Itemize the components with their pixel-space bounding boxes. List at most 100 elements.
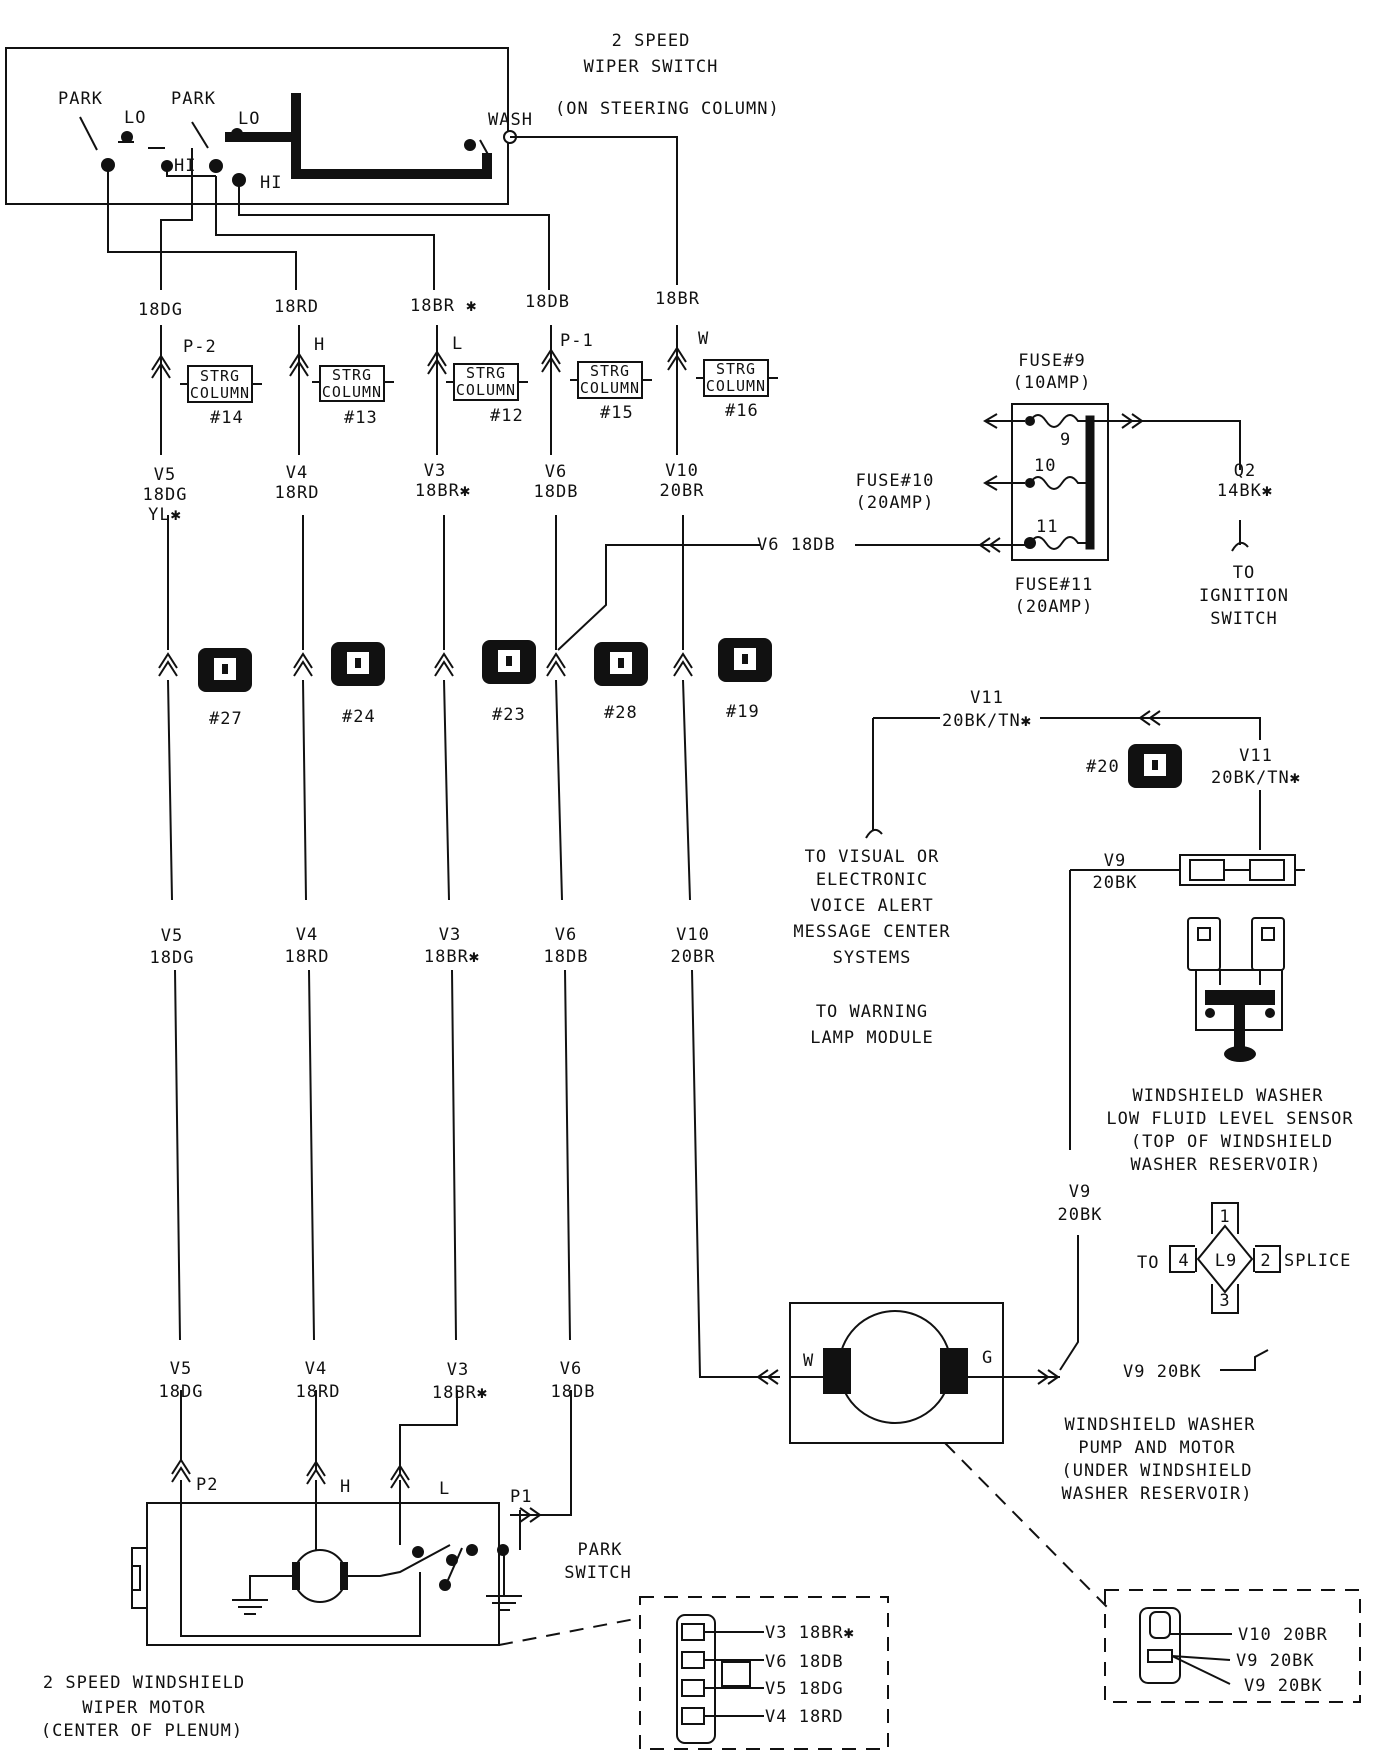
switch-subtitle: (ON STEERING COLUMN) — [555, 99, 780, 119]
connector-icon — [331, 642, 385, 686]
splice-pin: 3 — [1219, 1291, 1230, 1311]
lower-wire-color: 20BR — [671, 947, 716, 967]
visual-alert-text: ELECTRONIC — [816, 870, 928, 890]
strg-conn-num: #16 — [725, 401, 759, 421]
v6-branch-label: V6 18DB — [757, 535, 836, 555]
motor-wire-circuit: V3 — [447, 1360, 469, 1380]
mid-wire-color: 18BR✱ — [415, 481, 471, 501]
fuse-num: 10 — [1034, 456, 1056, 476]
splice-to: TO — [1137, 1253, 1159, 1273]
sensor-label: WASHER RESERVOIR) — [1131, 1155, 1322, 1175]
connector-icon — [594, 642, 648, 686]
wiper-switch: 2 SPEED WIPER SWITCH (ON STEERING COLUMN… — [5, 31, 780, 205]
lower-wire-circuit: V10 — [676, 925, 710, 945]
lower-wire-circuit: V5 — [161, 926, 183, 946]
fuse10-label: FUSE#10 — [856, 471, 935, 491]
strg-label: COLUMN — [706, 377, 766, 395]
top-wire-term: P-1 — [560, 331, 594, 351]
lower-wire-color: 18BR✱ — [424, 947, 480, 967]
connector-icon — [718, 638, 772, 682]
strg-label: STRG — [200, 367, 240, 385]
motor-conn-pin: V5 18DG — [765, 1679, 844, 1699]
strg-label: STRG — [716, 360, 756, 378]
visual-alert-text: TO VISUAL OR — [805, 847, 940, 867]
pump-g: G — [982, 1348, 993, 1368]
mid-wire-circuit: V3 — [424, 461, 446, 481]
lower-wire-circuit: V6 — [555, 925, 577, 945]
mid-wire-labels: V5 18DG YL✱ V4 18RD V3 18BR✱ V6 18DB V10… — [143, 461, 836, 555]
motor-label: WIPER MOTOR — [82, 1698, 206, 1718]
fuse10-amp: (20AMP) — [856, 493, 935, 513]
motor-l: L — [439, 1479, 450, 1499]
switch-hi-2: HI — [260, 173, 282, 193]
v11-left-circuit: V11 — [970, 688, 1004, 708]
ignition-label: IGNITION — [1199, 586, 1289, 606]
mid-wire-color: 20BR — [660, 481, 705, 501]
strg-connector: STRG COLUMN #13 — [289, 352, 394, 428]
motor-connector-inset: V3 18BR✱ V6 18DB V5 18DG V4 18RD — [639, 1596, 889, 1750]
visual-alert-text: VOICE ALERT — [810, 896, 934, 916]
strg-label: STRG — [332, 366, 372, 384]
top-wire-term: W — [698, 329, 709, 349]
washer-pump: W G V9 20BK WINDSHIELD WASHER PUMP AND M… — [756, 1302, 1269, 1611]
visual-alert-text: MESSAGE CENTER — [793, 922, 950, 942]
lower-wire-circuit: V4 — [296, 925, 318, 945]
sensor-label: WINDSHIELD WASHER — [1133, 1086, 1324, 1106]
splice-id: L9 — [1215, 1251, 1237, 1271]
top-wire-color: 18DB — [525, 292, 570, 312]
conn20-label: #20 — [1086, 757, 1120, 777]
top-wire-term: L — [452, 334, 463, 354]
motor-wire-color: 18DB — [551, 1382, 596, 1402]
splice-pin: 1 — [1219, 1207, 1230, 1227]
pump-label: WASHER RESERVOIR) — [1062, 1484, 1253, 1504]
fuse-num: 11 — [1036, 517, 1058, 537]
switch-lo-2: LO — [238, 109, 260, 129]
strg-label: COLUMN — [190, 384, 250, 402]
connector-num: #19 — [726, 702, 760, 722]
fuse11-label: FUSE#11 — [1015, 575, 1094, 595]
pump-label: WINDSHIELD WASHER — [1065, 1415, 1256, 1435]
v9-mid-circuit: V9 — [1069, 1182, 1091, 1202]
motor-wire-color: 18RD — [296, 1382, 341, 1402]
strg-conn-num: #12 — [490, 406, 524, 426]
mid-wire-circuit: V10 — [665, 461, 699, 481]
motor-p1: P1 — [510, 1487, 532, 1507]
v11-circuit: V11 20BK/TN✱ V11 20BK/TN✱ #20 TO VISUAL … — [793, 688, 1301, 1048]
splice-pin: 4 — [1178, 1251, 1189, 1271]
ignition-label: TO — [1233, 563, 1255, 583]
pump-w: W — [803, 1351, 814, 1371]
lower-wire-circuit: V3 — [439, 925, 461, 945]
strg-conn-num: #13 — [344, 408, 378, 428]
v11-right-color: 20BK/TN✱ — [1211, 768, 1301, 788]
lower-wire-color: 18DB — [544, 947, 589, 967]
switch-wash: WASH — [488, 110, 533, 130]
ignition-label: SWITCH — [1210, 609, 1277, 629]
v11-left-color: 20BK/TN✱ — [942, 711, 1032, 731]
top-wire-term: H — [314, 335, 325, 355]
switch-title-1: 2 SPEED — [612, 31, 691, 51]
lower-wire-color: 18DG — [150, 948, 195, 968]
motor-wire-color: 18DG — [159, 1382, 204, 1402]
motor-h: H — [340, 1477, 351, 1497]
connector-num: #28 — [604, 703, 638, 723]
top-wire-labels: 18DG 18RD 18BR ✱ 18DB 18BR P-2 H L P-1 W — [138, 289, 709, 357]
fuse-num: 9 — [1060, 430, 1071, 450]
strg-connector: STRG COLUMN #14 — [151, 354, 262, 428]
motor-label: 2 SPEED WINDSHIELD — [43, 1673, 245, 1693]
top-wire-color: 18BR — [655, 289, 700, 309]
pump-conn-pin: V10 20BR — [1238, 1625, 1328, 1645]
sensor-label: (TOP OF WINDSHIELD — [1131, 1132, 1333, 1152]
warning-lamp-text: LAMP MODULE — [810, 1028, 934, 1048]
strg-column-connectors: STRG COLUMN #14 STRG COLUMN #13 STRG COL… — [151, 346, 778, 428]
strg-connector: STRG COLUMN #15 — [541, 348, 652, 423]
fuse11-amp: (20AMP) — [1015, 597, 1094, 617]
strg-label: COLUMN — [456, 381, 516, 399]
mid-wire-circuit: V6 — [545, 462, 567, 482]
v11-right-circuit: V11 — [1239, 746, 1273, 766]
wiper-motor: P2 H L P1 PARK SWITCH 2 SPEED WINDSHIELD… — [41, 1458, 641, 1741]
mid-wire-circuit: V4 — [286, 463, 308, 483]
pump-label: PUMP AND MOTOR — [1078, 1438, 1235, 1458]
v9-top-circuit: V9 — [1104, 851, 1126, 871]
strg-conn-num: #14 — [210, 408, 244, 428]
